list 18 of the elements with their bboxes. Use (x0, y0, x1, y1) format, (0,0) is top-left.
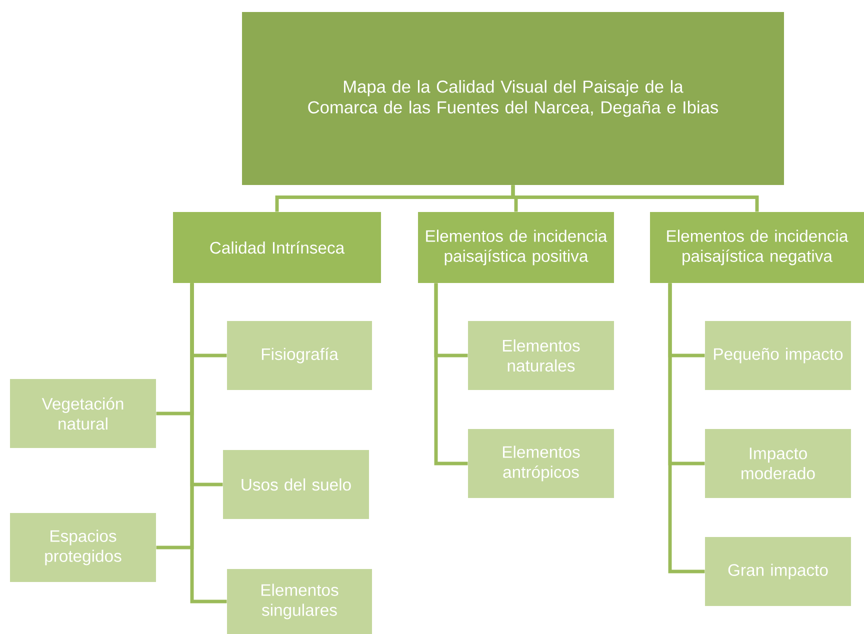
item-box: Fisiografía (227, 321, 372, 390)
title-box: Mapa de la Calidad Visual del Paisaje de la Comarca de las Fuentes del Narcea, Degaña e Ibias (242, 12, 784, 185)
item-box: Gran impacto (705, 537, 851, 606)
item-box: Elementos singulares (227, 569, 372, 634)
connector-line (434, 283, 468, 466)
item-box: Elementos antrópicos (468, 429, 614, 498)
category-box: Calidad Intrínseca (173, 212, 381, 283)
item-box: Elementos naturales (468, 321, 614, 390)
item-box: Impacto moderado (705, 429, 851, 498)
connector-line (668, 283, 705, 574)
connector-line (511, 185, 759, 212)
item-box: Espacios protegidos (10, 513, 156, 582)
category-box: Elementos de incidencia paisajística positiva (418, 212, 614, 283)
category-box: Elementos de incidencia paisajística negativa (650, 212, 864, 283)
item-box: Vegetación natural (10, 379, 156, 448)
item-box: Usos del suelo (223, 450, 369, 519)
item-box: Pequeño impacto (705, 321, 851, 390)
connector-line (190, 283, 227, 604)
